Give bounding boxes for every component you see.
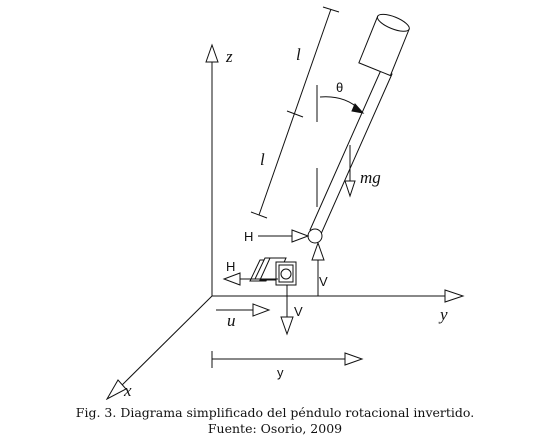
y-axis-arrowhead: [444, 289, 465, 303]
length-tick-top: [322, 6, 340, 13]
length-tick-mid: [286, 110, 304, 118]
y-axis-label: y: [438, 305, 448, 324]
weight-label: mg: [360, 168, 381, 187]
z-axis-arrowhead: [205, 43, 219, 63]
theta-label: θ: [336, 80, 343, 95]
y-displacement-label: y: [277, 365, 284, 380]
v-cart-label: V: [294, 304, 303, 319]
v-pivot-label: V: [319, 274, 328, 289]
h-pivot-label: H: [244, 229, 253, 244]
figure-source: Fuente: Osorio, 2009: [207, 421, 343, 436]
x-axis-label: x: [123, 381, 132, 400]
u-force-label: u: [227, 311, 236, 330]
length-label-upper: l: [296, 45, 301, 64]
x-axis-arrowhead: [105, 379, 127, 400]
h-cart-label: H: [226, 259, 235, 274]
y-displacement-arrowhead: [344, 352, 364, 366]
length-tick-bottom: [250, 211, 268, 219]
pendulum-diagram: z y x l l θ mg H H V V u y: [105, 6, 465, 400]
pivot-joint: [307, 228, 323, 244]
length-dimension-line: [258, 8, 332, 216]
h-pivot-arrowhead: [291, 229, 310, 243]
length-label-lower: l: [260, 150, 265, 169]
v-pivot-arrowhead: [311, 241, 325, 261]
pendulum-rod: [309, 69, 393, 235]
cart-block: [249, 257, 297, 286]
pendulum-mass: [358, 13, 410, 77]
u-arrowhead: [252, 303, 271, 317]
figure-caption: Fig. 3. Diagrama simplificado del péndul…: [75, 405, 475, 420]
z-axis-label: z: [225, 47, 233, 66]
h-cart-arrowhead: [222, 272, 241, 286]
theta-arrowhead: [351, 103, 365, 114]
v-cart-arrowhead: [280, 316, 294, 336]
x-axis-line: [114, 295, 213, 393]
weight-arrowhead: [344, 180, 356, 198]
